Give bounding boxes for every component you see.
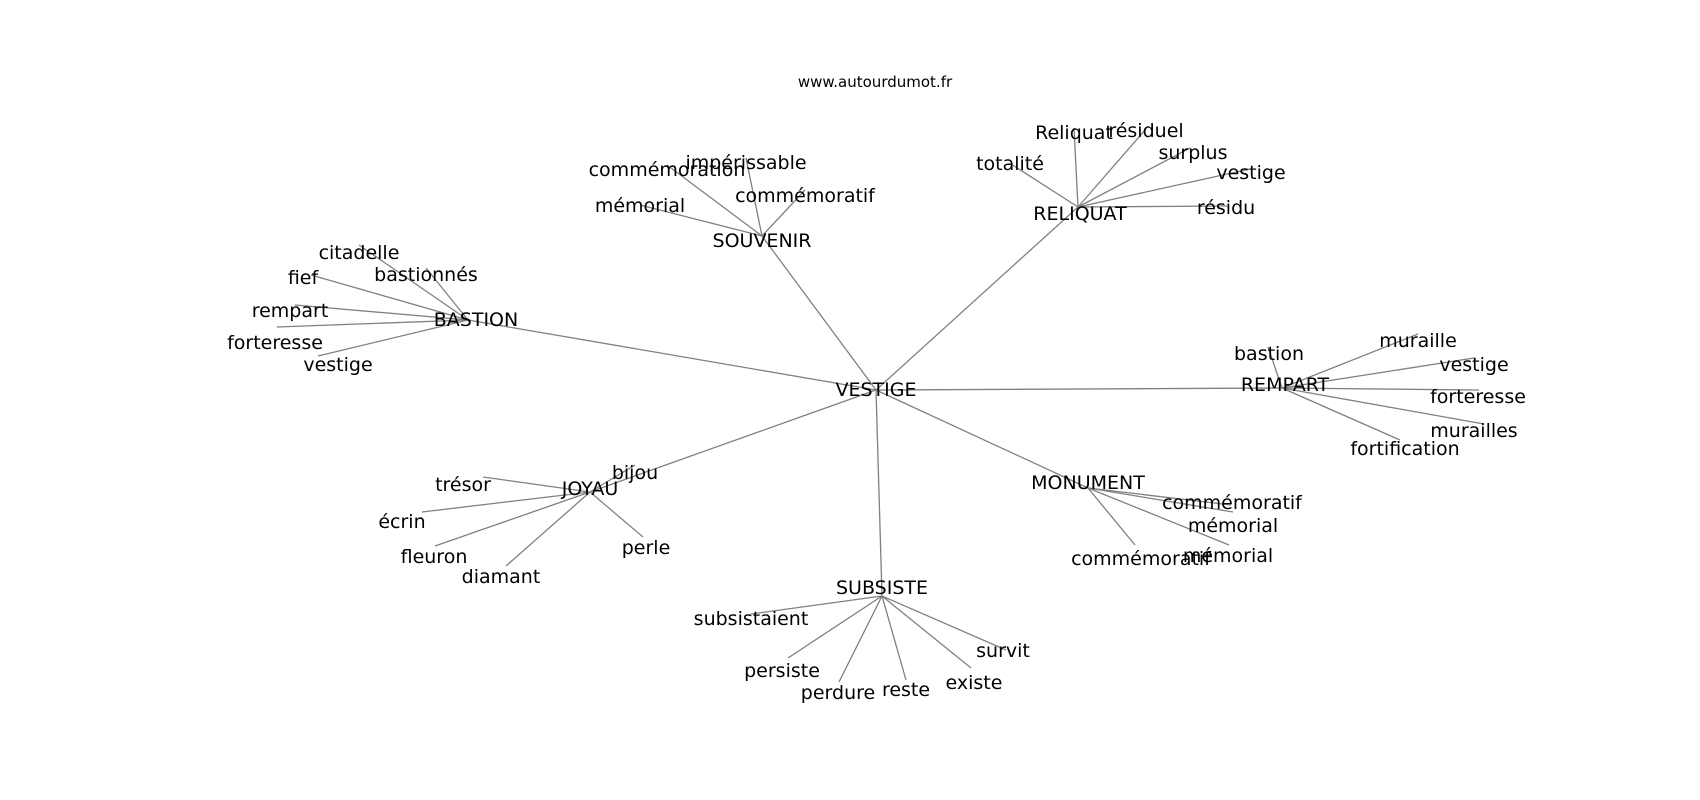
edge-root-monument xyxy=(875,389,1089,489)
edge-reliquat-leaf-2 xyxy=(1010,163,1079,208)
leaf-node-subsiste-3: reste xyxy=(882,679,930,701)
hub-node-rempart: REMPART xyxy=(1241,374,1330,396)
edge-joyau-leaf-4 xyxy=(505,491,591,567)
edge-bastion-leaf-0 xyxy=(358,244,469,321)
edge-reliquat-leaf-3 xyxy=(1077,147,1191,208)
edge-reliquat-leaf-1 xyxy=(1077,128,1147,208)
leaf-node-bastion-2: fief xyxy=(288,267,320,289)
edge-rempart-leaf-5 xyxy=(1281,387,1401,441)
leaf-node-monument-1: mémorial xyxy=(1188,515,1278,537)
leaf-node-rempart-4: murailles xyxy=(1430,420,1517,442)
edge-subsiste-leaf-5 xyxy=(881,595,1007,651)
edge-monument-leaf-3 xyxy=(1087,487,1230,546)
leaf-node-reliquat-1: résiduel xyxy=(1108,120,1183,142)
hub-node-monument: MONUMENT xyxy=(1031,472,1145,494)
edge-souvenir-leaf-1 xyxy=(666,164,763,237)
leaf-node-bastion-1: bastionnés xyxy=(374,264,478,286)
edge-monument-leaf-0 xyxy=(1087,487,1232,506)
edge-rempart-leaf-1 xyxy=(1281,333,1419,389)
leaf-node-reliquat-5: résidu xyxy=(1197,197,1255,219)
hub-node-joyau: JOYAU xyxy=(561,478,619,500)
edge-root-subsiste xyxy=(875,389,883,597)
leaf-node-rempart-1: muraille xyxy=(1379,330,1457,352)
leaf-node-souvenir-0: impérissable xyxy=(685,152,806,174)
edge-monument-leaf-1 xyxy=(1087,487,1234,513)
edge-root-reliquat xyxy=(875,206,1079,391)
edge-bastion-leaf-4 xyxy=(276,319,469,328)
hub-node-souvenir: SOUVENIR xyxy=(713,230,812,252)
leaf-node-monument-2: commémoratif xyxy=(1071,548,1212,570)
edge-joyau-leaf-5 xyxy=(589,491,644,538)
edge-root-rempart xyxy=(875,387,1283,391)
edge-joyau-leaf-0 xyxy=(589,464,636,493)
leaf-node-subsiste-2: perdure xyxy=(801,682,875,704)
leaf-node-reliquat-2: totalité xyxy=(976,153,1044,175)
edge-souvenir-leaf-0 xyxy=(745,157,763,237)
leaf-node-joyau-3: fleuron xyxy=(401,546,468,568)
edge-rempart-leaf-4 xyxy=(1281,387,1485,425)
edge-bastion-leaf-2 xyxy=(310,274,469,321)
leaf-node-souvenir-2: commémoratif xyxy=(735,185,876,207)
edge-subsiste-leaf-0 xyxy=(750,595,883,615)
leaf-node-rempart-3: forteresse xyxy=(1430,386,1526,408)
leaf-node-joyau-2: écrin xyxy=(378,511,425,533)
edge-monument-leaf-2 xyxy=(1087,487,1136,546)
edge-reliquat-leaf-4 xyxy=(1077,168,1251,208)
edge-bastion-leaf-1 xyxy=(425,267,469,321)
edge-joyau-leaf-3 xyxy=(434,491,591,547)
leaf-node-subsiste-1: persiste xyxy=(744,660,820,682)
edge-subsiste-leaf-3 xyxy=(881,595,907,681)
leaf-node-monument-3: mémorial xyxy=(1183,545,1273,567)
leaf-node-reliquat-4: vestige xyxy=(1216,162,1285,184)
edge-subsiste-leaf-2 xyxy=(838,595,883,683)
labels-layer: impérissablecommémorationcommémoratifmém… xyxy=(227,120,1526,704)
edge-joyau-leaf-2 xyxy=(421,491,591,513)
edge-bastion-leaf-5 xyxy=(317,319,469,357)
leaf-node-bastion-0: citadelle xyxy=(319,242,400,264)
leaf-node-souvenir-3: mémorial xyxy=(595,195,685,217)
leaf-node-joyau-4: diamant xyxy=(462,566,541,588)
leaf-node-monument-0: commémoratif xyxy=(1162,492,1303,514)
leaf-node-bastion-4: forteresse xyxy=(227,332,323,354)
hub-node-bastion: BASTION xyxy=(434,309,518,331)
edge-rempart-leaf-0 xyxy=(1267,346,1283,389)
edge-subsiste-leaf-1 xyxy=(787,595,883,659)
leaf-node-joyau-0: bijou xyxy=(612,462,658,484)
leaf-node-subsiste-4: existe xyxy=(946,672,1003,694)
watermark-text: www.autourdumot.fr xyxy=(798,73,953,91)
leaf-node-joyau-5: perle xyxy=(622,537,671,559)
edge-rempart-leaf-2 xyxy=(1281,357,1475,389)
leaf-node-subsiste-0: subsistaient xyxy=(694,608,809,630)
edge-root-bastion xyxy=(467,319,877,391)
leaf-node-souvenir-1: commémoration xyxy=(589,159,746,181)
edge-souvenir-leaf-3 xyxy=(639,204,763,237)
hub-node-reliquat: RELIQUAT xyxy=(1033,203,1127,225)
leaf-node-joyau-1: trésor xyxy=(435,474,491,496)
root-node: VESTIGE xyxy=(835,379,916,401)
leaf-node-bastion-3: rempart xyxy=(252,300,329,322)
edge-souvenir-leaf-2 xyxy=(761,189,806,237)
leaf-node-rempart-2: vestige xyxy=(1439,354,1508,376)
edge-reliquat-leaf-0 xyxy=(1073,127,1079,208)
edge-bastion-leaf-3 xyxy=(294,304,469,321)
leaf-node-reliquat-3: surplus xyxy=(1158,142,1227,164)
edge-reliquat-leaf-5 xyxy=(1077,205,1228,208)
edge-joyau-leaf-1 xyxy=(482,476,591,493)
edge-rempart-leaf-3 xyxy=(1281,387,1480,391)
leaf-node-reliquat-0: Reliquat xyxy=(1035,122,1113,144)
leaf-node-rempart-0: bastion xyxy=(1234,343,1304,365)
leaf-node-rempart-5: fortification xyxy=(1350,438,1459,460)
edges-layer xyxy=(276,127,1485,683)
edge-root-souvenir xyxy=(761,235,877,391)
hub-node-subsiste: SUBSISTE xyxy=(836,577,928,599)
leaf-node-subsiste-5: survit xyxy=(976,640,1030,662)
leaf-node-bastion-5: vestige xyxy=(303,354,372,376)
edge-root-joyau xyxy=(589,389,877,493)
edge-subsiste-leaf-4 xyxy=(881,595,972,669)
